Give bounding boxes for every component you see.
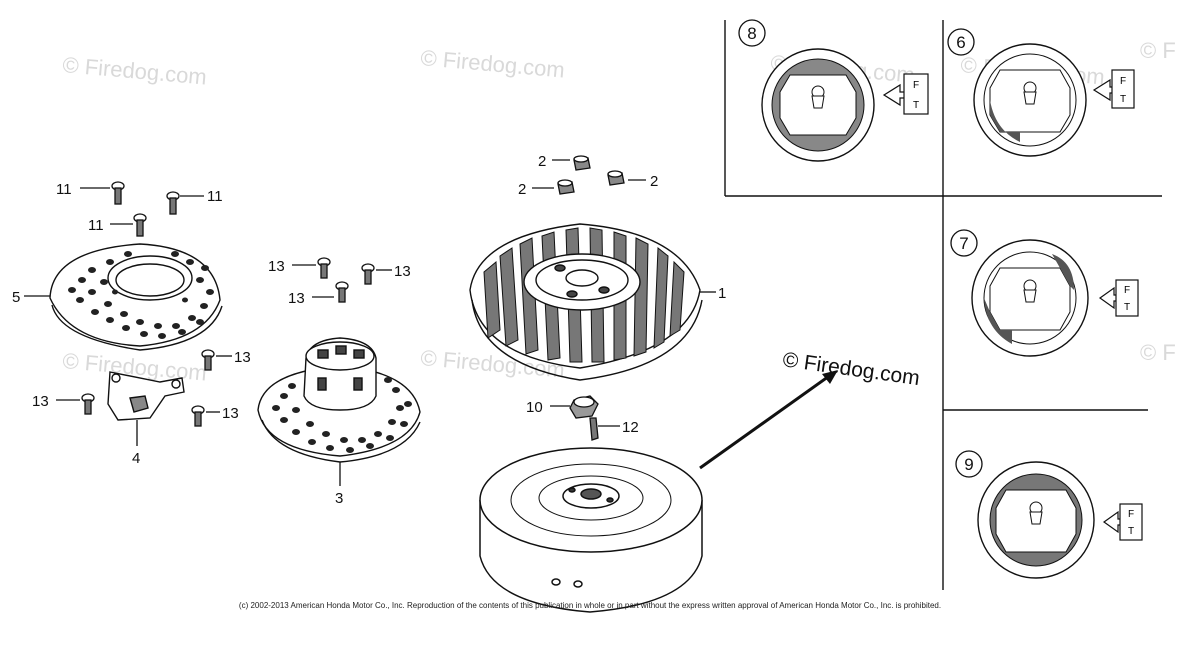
- part-label-2: 2: [538, 153, 546, 170]
- part-label-1: 1: [718, 285, 726, 302]
- tag-letter-f: F: [913, 80, 919, 91]
- watermark: © F: [1140, 38, 1176, 63]
- flywheel: [479, 447, 703, 613]
- panel-8: 8 F T: [738, 19, 929, 162]
- panel-frame: [724, 20, 1162, 590]
- part-label-13: 13: [222, 405, 239, 422]
- part-label-13: 13: [234, 349, 251, 366]
- pointer-arrow: [699, 370, 838, 470]
- tag-letter-f: F: [1120, 76, 1126, 87]
- panel-number-6: 6: [956, 33, 965, 52]
- bolt-13-left-group: [81, 349, 215, 427]
- panel-7: 7 F T: [950, 229, 1139, 357]
- part-label-13: 13: [394, 263, 411, 280]
- panel-number-8: 8: [747, 24, 756, 43]
- watermark: © F: [1140, 340, 1176, 365]
- copyright-notice: (c) 2002-2013 American Honda Motor Co., …: [238, 601, 942, 610]
- part-label-2: 2: [650, 173, 658, 190]
- tag-letter-t: T: [1128, 526, 1134, 537]
- part-label-2: 2: [518, 181, 526, 198]
- bolt-11-group: [111, 181, 180, 237]
- part-label-4: 4: [132, 450, 140, 467]
- tag-letter-f: F: [1128, 509, 1134, 520]
- part-label-13: 13: [288, 290, 305, 307]
- panel-6: 6 F T: [947, 28, 1135, 157]
- part-4-bracket: [107, 371, 185, 421]
- part-label-13: 13: [32, 393, 49, 410]
- flywheel-nut-and-key: [569, 395, 599, 441]
- panel-9: 9 F T: [955, 450, 1143, 579]
- part-label-3: 3: [335, 490, 343, 507]
- part-label-11: 11: [56, 181, 72, 198]
- part-label-13: 13: [268, 258, 285, 275]
- panel-number-9: 9: [964, 455, 973, 474]
- cover-holes: [68, 251, 214, 339]
- part-label-10: 10: [526, 399, 543, 416]
- watermark: © Firedog.com: [62, 52, 208, 90]
- part-label-5: 5: [12, 289, 20, 306]
- part-label-11: 11: [88, 217, 104, 234]
- tag-letter-f: F: [1124, 285, 1130, 296]
- part-5-fan-cover: [49, 243, 223, 351]
- tag-letter-t: T: [913, 100, 919, 111]
- watermark: © Firedog.com: [420, 45, 566, 83]
- panel-number-7: 7: [959, 234, 968, 253]
- part-1-cooling-fan: [469, 223, 703, 381]
- tag-letter-t: T: [1120, 94, 1126, 105]
- main-watermark: © Firedog.com: [781, 348, 921, 390]
- bolt-13-middle-group: [317, 257, 375, 303]
- part-3-starter-pulley: [257, 337, 421, 463]
- tag-letter-t: T: [1124, 302, 1130, 313]
- nut-2-group: [557, 155, 625, 195]
- part-label-12: 12: [622, 419, 639, 436]
- part-label-11: 11: [207, 188, 223, 205]
